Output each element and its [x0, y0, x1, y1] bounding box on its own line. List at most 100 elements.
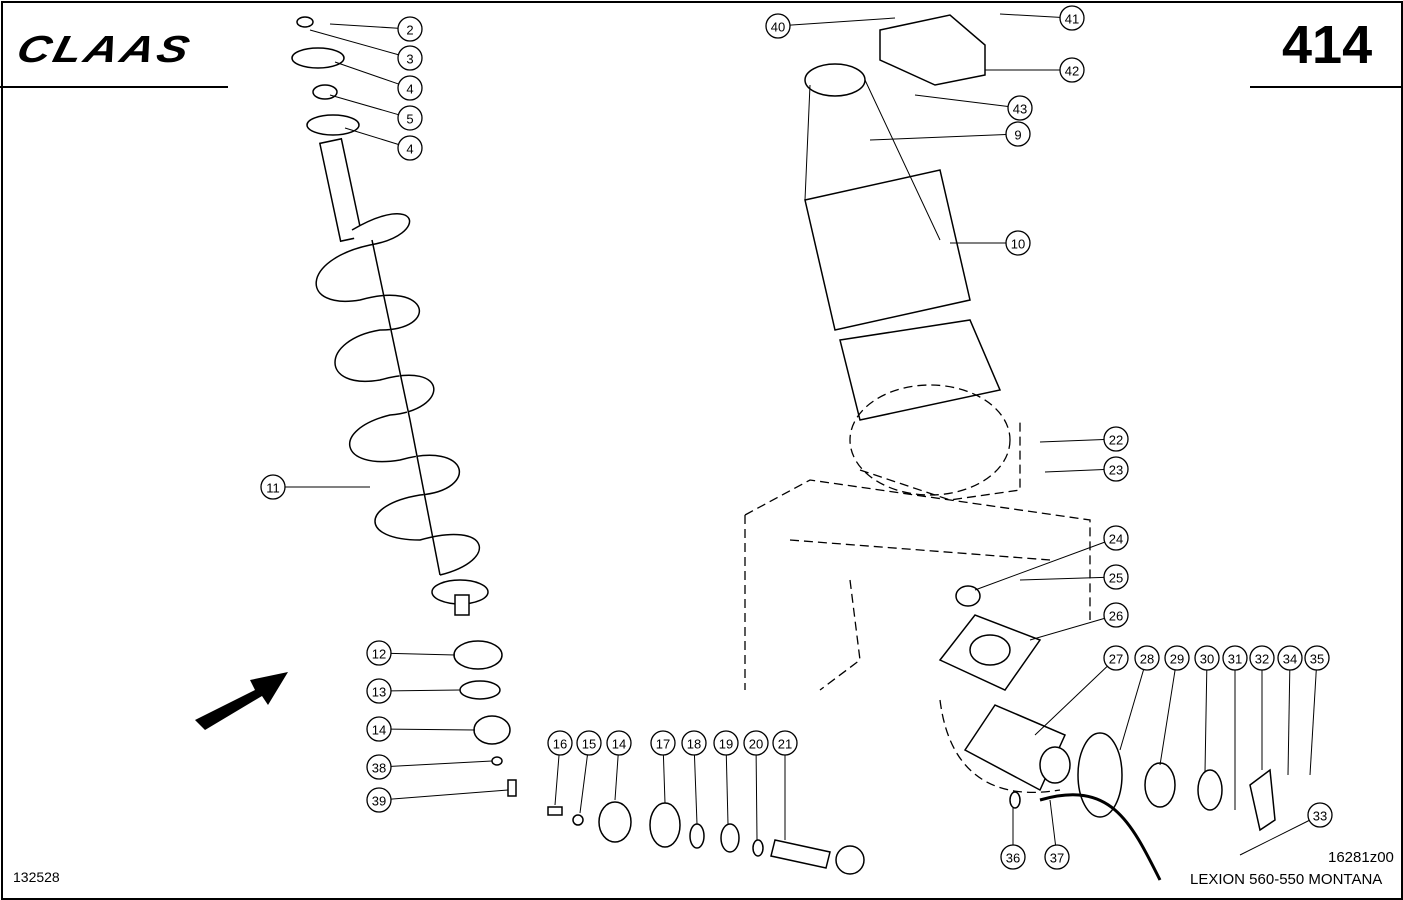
callout-38[interactable]: 38 — [366, 754, 493, 780]
callout-circle — [397, 45, 423, 71]
callout-circle — [1044, 844, 1070, 870]
callout-circle — [260, 474, 286, 500]
leader-line — [390, 652, 456, 656]
leader-line — [999, 13, 1061, 18]
callout-label: 10 — [1011, 237, 1025, 252]
leader-line — [1034, 665, 1108, 736]
callout-10[interactable]: 10 — [950, 230, 1031, 256]
callout-23[interactable]: 23 — [1044, 456, 1129, 482]
callout-3[interactable]: 3 — [309, 29, 423, 71]
callout-33[interactable]: 33 — [1239, 802, 1333, 856]
callout-circle — [1277, 645, 1303, 671]
callout-32[interactable]: 32 — [1249, 645, 1275, 770]
callout-label: 35 — [1310, 652, 1324, 667]
callout-2[interactable]: 2 — [329, 16, 423, 42]
callout-36[interactable]: 36 — [1000, 808, 1026, 870]
callout-22[interactable]: 22 — [1039, 426, 1129, 452]
callout-41[interactable]: 41 — [999, 5, 1085, 31]
callout-35[interactable]: 35 — [1304, 645, 1330, 776]
callout-40[interactable]: 40 — [765, 13, 896, 39]
callout-circle — [366, 754, 392, 780]
callout-circle — [1059, 5, 1085, 31]
callout-5[interactable]: 5 — [329, 94, 423, 131]
leader-line — [1044, 469, 1105, 473]
callout-31[interactable]: 31 — [1222, 645, 1248, 810]
callout-label: 20 — [749, 737, 763, 752]
callout-4[interactable]: 4 — [334, 61, 423, 101]
callout-group: 2345440414243910222324252611121314383927… — [260, 5, 1333, 870]
callout-circle — [713, 730, 739, 756]
callout-12[interactable]: 12 — [366, 640, 456, 666]
leader-line — [1239, 819, 1310, 856]
leader-line — [334, 61, 399, 85]
leader-line — [1119, 669, 1145, 751]
callout-15[interactable]: 15 — [576, 730, 602, 814]
callout-21[interactable]: 21 — [772, 730, 798, 840]
callout-24[interactable]: 24 — [974, 525, 1129, 591]
callout-26[interactable]: 26 — [1029, 602, 1129, 641]
callout-label: 25 — [1109, 571, 1123, 586]
callout-label: 26 — [1109, 609, 1123, 624]
callout-label: 37 — [1050, 851, 1064, 866]
callout-label: 15 — [582, 737, 596, 752]
callout-label: 34 — [1283, 652, 1297, 667]
callout-14[interactable]: 14 — [606, 730, 632, 801]
callout-4[interactable]: 4 — [344, 127, 423, 161]
callout-14[interactable]: 14 — [366, 716, 476, 742]
callout-circle — [366, 787, 392, 813]
callout-17[interactable]: 17 — [650, 730, 676, 804]
gearbox-assembly — [938, 585, 1276, 881]
callout-28[interactable]: 28 — [1119, 645, 1160, 751]
callout-42[interactable]: 42 — [985, 57, 1085, 83]
page-number: 414 — [1282, 15, 1373, 75]
callout-37[interactable]: 37 — [1044, 799, 1070, 870]
callout-label: 9 — [1014, 128, 1021, 143]
leader-line — [974, 541, 1105, 591]
callout-label: 24 — [1109, 532, 1123, 547]
leader-line — [579, 754, 588, 814]
leader-line — [1159, 669, 1176, 766]
callout-30[interactable]: 30 — [1194, 645, 1220, 773]
callout-label: 5 — [406, 112, 413, 127]
callout-circle — [1103, 645, 1129, 671]
callout-19[interactable]: 19 — [713, 730, 739, 825]
leader-line — [390, 789, 509, 800]
callout-label: 30 — [1200, 652, 1214, 667]
callout-label: 38 — [372, 761, 386, 776]
callout-39[interactable]: 39 — [366, 787, 509, 813]
callout-circle — [1103, 426, 1129, 452]
callout-20[interactable]: 20 — [743, 730, 769, 841]
callout-16[interactable]: 16 — [547, 730, 573, 806]
callout-25[interactable]: 25 — [1019, 564, 1129, 590]
callout-circle — [366, 640, 392, 666]
callout-circle — [1103, 525, 1129, 551]
leader-line — [1309, 669, 1317, 776]
callout-circle — [576, 730, 602, 756]
callout-29[interactable]: 29 — [1159, 645, 1190, 766]
callout-circle — [1249, 645, 1275, 671]
drive-shaft-parts — [547, 801, 865, 875]
spout-tube — [744, 14, 1091, 691]
callout-13[interactable]: 13 — [366, 678, 461, 704]
callout-circle — [1194, 645, 1220, 671]
callout-circle — [1103, 602, 1129, 628]
leader-line — [1029, 617, 1105, 641]
callout-circle — [743, 730, 769, 756]
callout-circle — [547, 730, 573, 756]
callout-27[interactable]: 27 — [1034, 645, 1129, 736]
callout-9[interactable]: 9 — [869, 121, 1031, 147]
callout-18[interactable]: 18 — [681, 730, 707, 825]
callout-circle — [1134, 645, 1160, 671]
callout-34[interactable]: 34 — [1277, 645, 1303, 776]
callout-11[interactable]: 11 — [260, 474, 370, 500]
leader-line — [390, 728, 476, 731]
callout-circle — [397, 75, 423, 101]
leader-line — [1019, 576, 1105, 581]
callout-43[interactable]: 43 — [914, 94, 1033, 121]
leader-line — [755, 754, 758, 841]
callout-label: 21 — [778, 737, 792, 752]
callout-label: 31 — [1228, 652, 1242, 667]
leader-line — [614, 754, 619, 801]
